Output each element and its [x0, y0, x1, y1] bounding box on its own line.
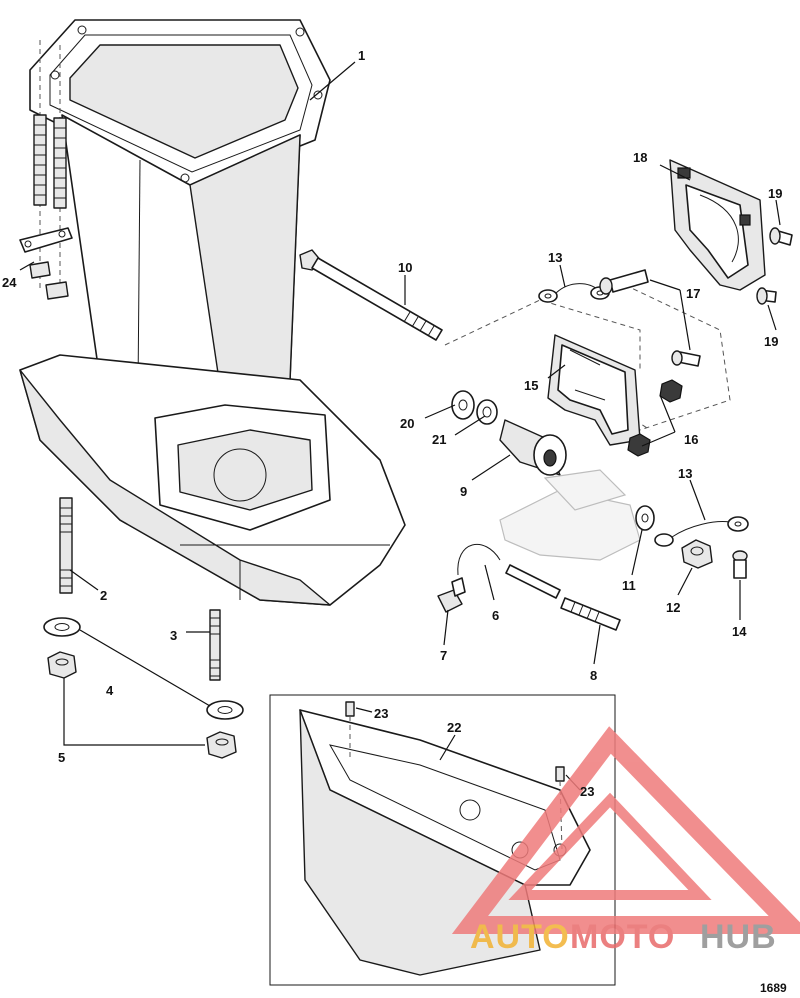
callouts: 1 2 3 4 5 6 7 8 9 10 11 12 13 13 14 15 1…: [2, 48, 782, 799]
callout-21: 21: [432, 432, 446, 447]
callout-5: 5: [58, 750, 65, 765]
nuts-16: [627, 379, 683, 457]
callout-1: 1: [358, 48, 365, 63]
bolt-14: [732, 550, 748, 579]
callout-10: 10: [398, 260, 412, 275]
stud-2: [59, 497, 73, 594]
callout-19a: 19: [768, 186, 782, 201]
watermark-auto: AUTO: [470, 918, 570, 956]
callout-23a: 23: [374, 706, 388, 721]
washer-11: [635, 505, 655, 531]
callout-22: 22: [447, 720, 461, 735]
watermark-moto: MOTO: [570, 918, 675, 956]
callout-8: 8: [590, 668, 597, 683]
rubber-mount-9: [499, 419, 567, 476]
callout-13b: 13: [678, 466, 692, 481]
mount-yoke: [499, 469, 641, 561]
leader-lines: [19, 61, 781, 791]
nut-12: [681, 539, 713, 569]
washers-4: [43, 617, 244, 720]
callout-14: 14: [732, 624, 747, 639]
callout-7: 7: [440, 648, 447, 663]
studs-24: [19, 40, 73, 300]
callout-19b: 19: [764, 334, 778, 349]
bolt-10: [299, 249, 443, 341]
bolts-17: [599, 269, 701, 367]
stud-3: [209, 609, 221, 681]
hose-6: [457, 543, 561, 599]
ground-strap-13a: [538, 283, 610, 303]
bracket-18: [669, 159, 766, 291]
callout-4: 4: [106, 683, 114, 698]
mount-plate-15: [547, 334, 641, 446]
callout-20: 20: [400, 416, 414, 431]
fitting-7: [437, 577, 466, 613]
watermark-logo: AUTO MOTO HUB: [451, 726, 800, 956]
callout-23b: 23: [580, 784, 594, 799]
figure-number: 1689: [760, 981, 787, 995]
callout-17: 17: [686, 286, 700, 301]
callout-12: 12: [666, 600, 680, 615]
callout-16: 16: [684, 432, 698, 447]
pin-8: [560, 597, 621, 631]
callout-6: 6: [492, 608, 499, 623]
callout-15: 15: [524, 378, 538, 393]
callout-18: 18: [633, 150, 647, 165]
callout-13a: 13: [548, 250, 562, 265]
screws-19: [756, 227, 793, 305]
callout-9: 9: [460, 484, 467, 499]
ground-strap-13b: [654, 516, 749, 547]
washers-20-21: [451, 390, 498, 425]
callout-24: 24: [2, 275, 17, 290]
driveshaft-housing: [19, 19, 406, 606]
callout-11: 11: [622, 578, 636, 593]
callout-2: 2: [100, 588, 107, 603]
nuts-5: [47, 651, 237, 759]
callout-3: 3: [170, 628, 177, 643]
watermark-hub: HUB: [700, 918, 777, 956]
